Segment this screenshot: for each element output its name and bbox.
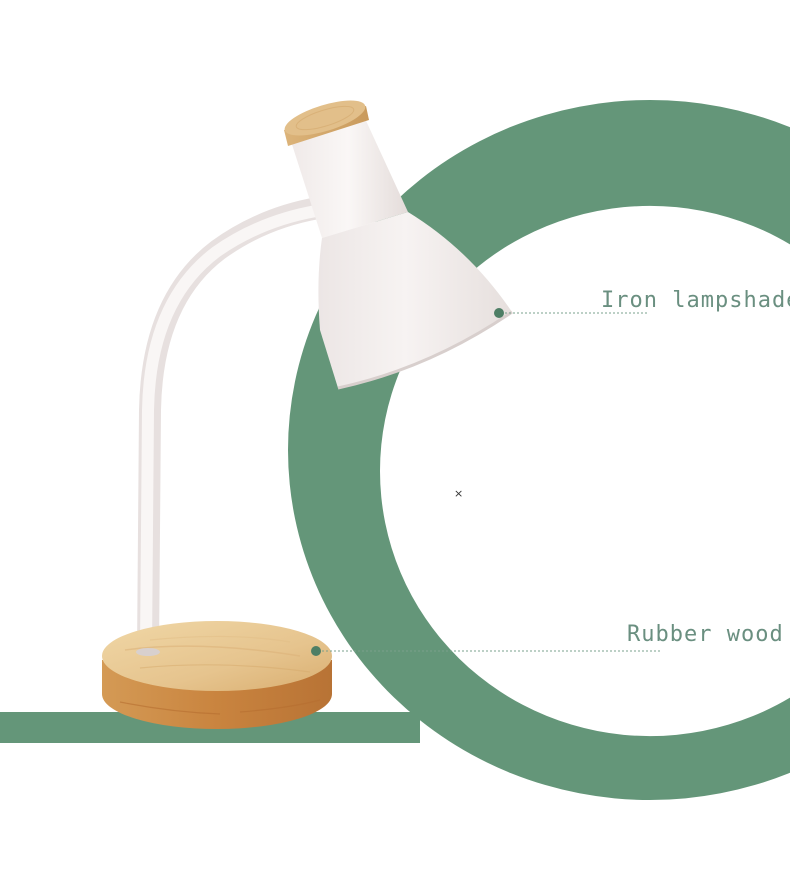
base-callout-dot [311,646,321,656]
lamp-shade [318,212,512,388]
lamp-neck [288,112,408,238]
lampshade-label: Iron lampshade [601,288,790,313]
lampshade-callout-dot [494,308,504,318]
lamp-shade-rim [337,310,513,390]
lamp-arm-highlight [140,205,322,654]
base-material-label: Rubber wood [627,622,784,647]
arm-socket [136,648,160,656]
wooden-cap [284,100,369,146]
wooden-base [102,621,332,729]
center-mark: × [454,487,464,500]
